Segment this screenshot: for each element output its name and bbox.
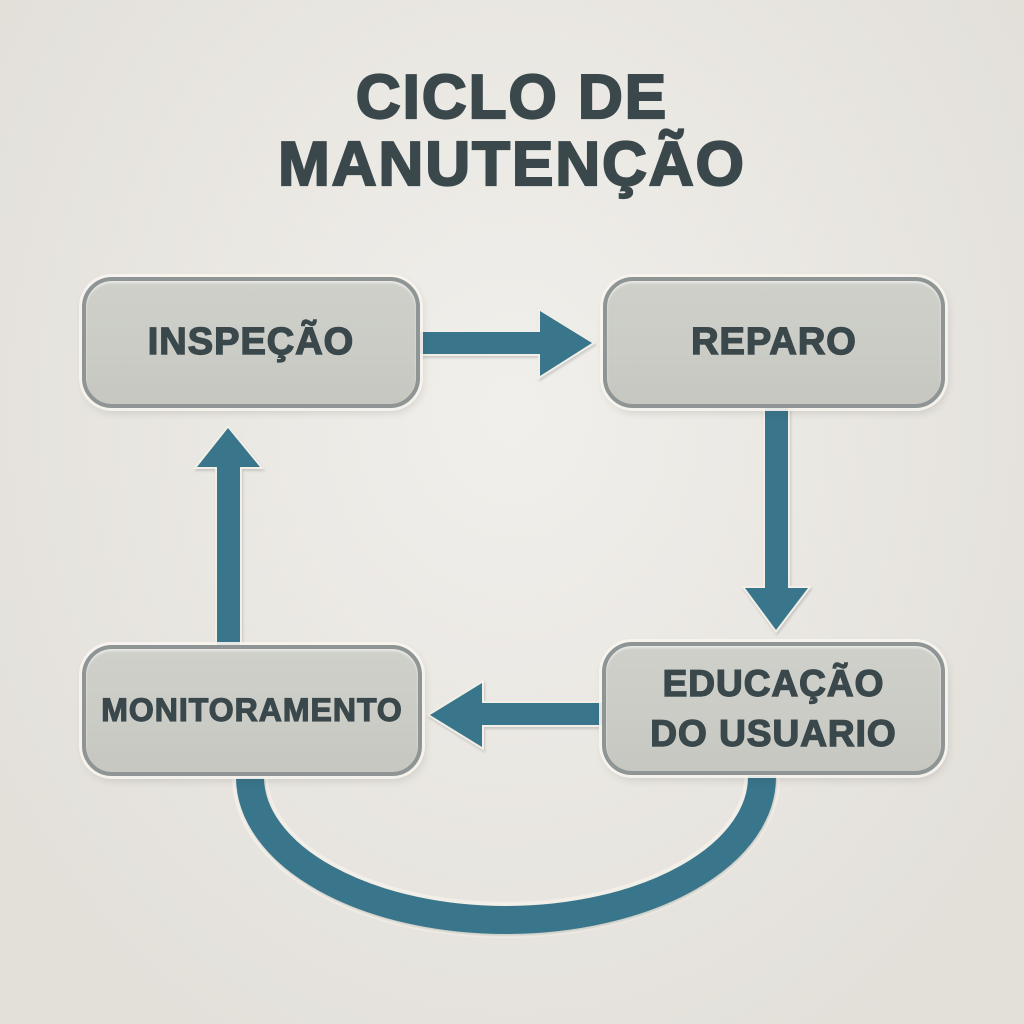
arrow-left-icon	[426, 679, 604, 751]
page-title: CICLO DE MANUTENÇÃO	[0, 63, 1024, 199]
title-line-1: CICLO DE	[355, 63, 669, 132]
node-inspecao-label: INSPEÇÃO	[147, 320, 355, 363]
node-reparo: REPARO	[603, 277, 945, 408]
arrow-right-icon	[418, 307, 596, 380]
arrow-up-icon	[192, 424, 265, 647]
cycle-curve-arc	[236, 775, 777, 934]
node-monitoramento: MONITORAMENTO	[82, 645, 422, 776]
node-educacao-label-line-1: EDUCAÇÃO	[662, 662, 885, 704]
node-educacao-label-line-2: DO USUARIO	[650, 712, 897, 754]
node-reparo-label: REPARO	[690, 320, 857, 363]
node-educacao-do-usuario: EDUCAÇÃO DO USUARIO	[602, 642, 945, 775]
node-monitoramento-label: MONITORAMENTO	[101, 691, 403, 728]
node-inspecao: INSPEÇÃO	[82, 277, 420, 408]
cycle-curve-halo	[232, 775, 781, 938]
title-line-2: MANUTENÇÃO	[277, 130, 746, 199]
arrow-down-icon	[741, 406, 813, 634]
